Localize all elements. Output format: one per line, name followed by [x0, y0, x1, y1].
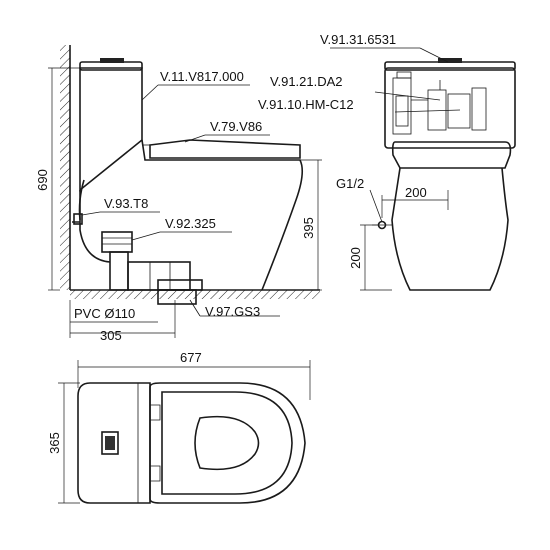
angle-valve-side — [73, 213, 83, 225]
tank-front — [384, 67, 516, 149]
label-angle-valve: V.93.T8 — [104, 196, 148, 211]
dim-length: 677 — [180, 350, 202, 365]
dim-height-total: 690 — [35, 169, 50, 191]
dim-bowl-height: 395 — [301, 217, 316, 239]
flush-button-front — [438, 58, 462, 63]
dim-rough-in: 305 — [100, 328, 122, 343]
label-flush-valve: V.91.10.HM-C12 — [258, 97, 354, 112]
wall-hatch — [60, 45, 70, 290]
label-body: V.11.V817.000 — [160, 69, 244, 84]
trap-side — [101, 231, 203, 291]
label-fill-valve: V.91.21.DA2 — [270, 74, 343, 89]
dim-width: 365 — [47, 432, 62, 454]
seat-top — [149, 382, 306, 504]
seat-side — [149, 139, 301, 159]
dim-inlet-horizontal: 200 — [405, 185, 427, 200]
label-tank-lid: V.91.31.6531 — [320, 32, 396, 47]
dim-inlet-height: 200 — [348, 247, 363, 269]
bowl-outline — [141, 139, 304, 291]
front-view: G1/2 200 200 V.91.31.6531 V.91.21.DA2 V.… — [258, 32, 516, 291]
label-pipe: PVC Ø110 — [74, 306, 135, 321]
tank-outline — [79, 67, 143, 192]
flush-button-side — [100, 58, 124, 63]
side-view: 690 395 305 PVC Ø110 V.11.V817.000 V.79.… — [35, 45, 322, 343]
label-trap: V.92.325 — [165, 216, 216, 231]
tank-internals — [392, 71, 487, 135]
flush-button-top — [101, 431, 119, 455]
bowl-front — [391, 167, 509, 291]
top-view: 677 365 — [47, 350, 311, 504]
label-inlet-thread: G1/2 — [336, 176, 364, 191]
seat-front — [391, 141, 512, 169]
bowl-opening-top — [194, 415, 260, 471]
label-flange: V.97.GS3 — [205, 304, 260, 319]
tank-top — [77, 382, 151, 504]
label-seat: V.79.V86 — [210, 119, 262, 134]
floor-hatch — [70, 290, 320, 299]
